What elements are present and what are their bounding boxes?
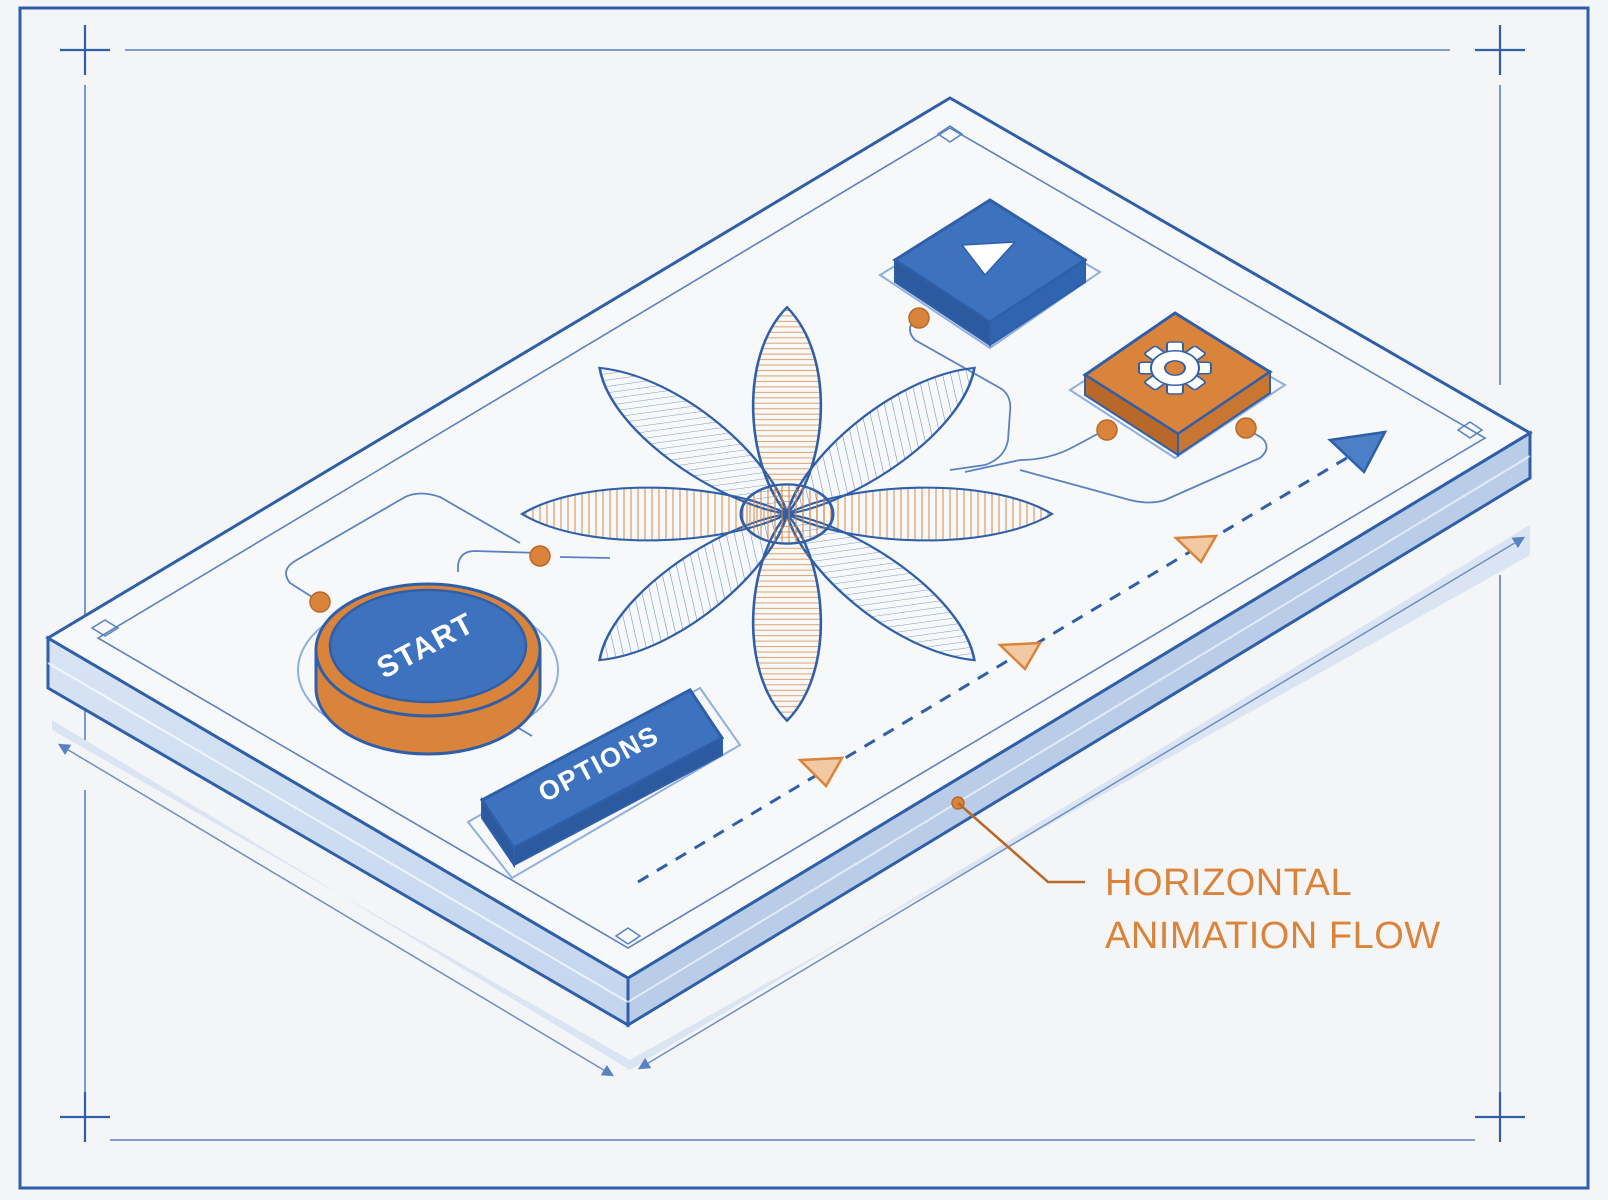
- crosshair-icon: [60, 25, 110, 75]
- flower-petal: [785, 366, 976, 516]
- flower-icon: [519, 305, 1055, 723]
- triangle-arrow-icon: [1173, 534, 1219, 565]
- connector-dots: [309, 307, 1257, 810]
- triangle-arrow-icon: [1327, 430, 1388, 475]
- outer-frame: [18, 6, 1590, 1190]
- crosshair-icon: [1475, 25, 1525, 75]
- flower-petal: [751, 512, 823, 723]
- gear-icon: [1138, 341, 1212, 395]
- flower-petal: [785, 512, 976, 662]
- circuit-lines: [285, 317, 1268, 737]
- callout: HORIZONTAL ANIMATION FLOW: [957, 802, 1441, 957]
- play-button[interactable]: [878, 198, 1102, 350]
- crosshair-icon: [60, 1092, 110, 1142]
- corner-crosshairs: [60, 25, 1525, 1142]
- triangle-arrow-icon: [997, 641, 1043, 672]
- callout-line-2: ANIMATION FLOW: [1105, 915, 1441, 957]
- slab-inner-border: [96, 127, 1487, 949]
- slab-corner-markers: [90, 125, 1484, 945]
- flower-petal: [751, 305, 823, 516]
- crosshair-icon: [1475, 1092, 1525, 1142]
- dimension-lines: [57, 536, 1526, 1077]
- start-button[interactable]: START: [297, 582, 559, 756]
- settings-button[interactable]: [1068, 311, 1287, 460]
- flower-petal: [598, 512, 789, 662]
- callout-line-1: HORIZONTAL: [1105, 862, 1352, 904]
- flower-petal: [598, 366, 789, 516]
- animation-flow-path: [637, 430, 1388, 884]
- flower-petal: [519, 486, 790, 542]
- triangle-arrow-icon: [797, 756, 845, 789]
- flower-petal: [784, 486, 1055, 542]
- play-icon: [960, 241, 1017, 277]
